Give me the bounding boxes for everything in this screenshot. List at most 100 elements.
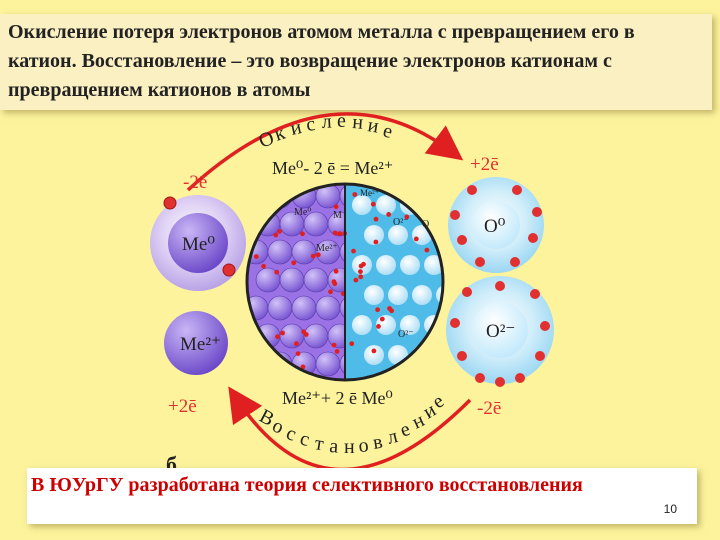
lattice-electron-dot [337, 231, 343, 237]
lattice-oxide-ball [412, 345, 432, 365]
lattice-electron-dot [331, 279, 337, 285]
lattice-electron-dot [267, 191, 273, 197]
lattice-metal-ball [291, 295, 317, 321]
lattice-electron-dot [275, 334, 280, 340]
lattice-oxide-ball [400, 255, 420, 275]
me2-ion-label: Me²⁺ [180, 334, 221, 355]
grid-label-o: O [422, 219, 429, 230]
grid-label-o2: O²⁻ [393, 217, 409, 228]
footer-text: В ЮУрГУ разработана теория селективного … [31, 474, 583, 496]
lattice-electron-dot [352, 192, 358, 197]
lattice-electron-dot [353, 277, 359, 283]
lattice-metal-ball [247, 351, 269, 377]
svg-text:е: е [337, 110, 346, 132]
svg-text:и: и [288, 116, 303, 140]
sub-label: б [166, 452, 177, 477]
grid-label-m: M [333, 210, 342, 221]
lattice-electron-dot [361, 261, 366, 267]
svg-text:т: т [313, 432, 325, 455]
o0-atom-label: O⁰ [484, 216, 506, 237]
lattice-oxide-ball [376, 255, 396, 275]
svg-text:н: н [352, 111, 365, 134]
lattice-metal-ball [247, 184, 269, 209]
lattice-electron-dot [413, 236, 419, 242]
lattice-electron-dot [407, 366, 412, 372]
lattice-metal-ball [327, 267, 345, 293]
lattice-oxide-ball [388, 225, 408, 245]
svg-text:с: с [305, 113, 317, 136]
lattice-electron-dot [419, 346, 425, 352]
lattice-electron-dot [424, 247, 430, 253]
lattice-electron-dot [257, 216, 262, 222]
svg-text:с: с [298, 428, 312, 452]
page-number: 10 [663, 502, 677, 516]
me2-ion: Me²⁺ [164, 311, 228, 375]
lattice-electron-dot [295, 351, 301, 356]
lattice-electron-dot [266, 359, 272, 364]
lattice-metal-ball [327, 323, 345, 349]
lattice-electron-dot [371, 348, 377, 354]
lattice-electron-dot [333, 204, 339, 210]
grid-label-o2-b: O²⁻ [398, 329, 414, 340]
grid-label-me2: Me²⁺ [316, 243, 338, 254]
lattice-electron-dot [277, 229, 282, 234]
lattice-oxide-ball [400, 195, 420, 215]
lattice-electron-dot [333, 268, 339, 274]
minus-2e-right-label: -2ē [477, 398, 501, 419]
lattice-oxide-ball [412, 285, 432, 305]
lattice-electron-dot [283, 194, 288, 200]
lattice-oxide-ball [436, 285, 443, 305]
lattice-oxide-ball [352, 195, 372, 215]
lattice-electron-dot [310, 253, 316, 259]
lattice-electron-dot [261, 263, 266, 269]
svg-text:а: а [329, 435, 340, 458]
lattice-oxide-ball [376, 195, 396, 215]
lattice-electron-dot [358, 269, 363, 274]
lattice-metal-ball [339, 295, 345, 321]
lattice-electron-dot [373, 239, 379, 245]
lattice-electron-dot [253, 254, 259, 259]
me0-atom-label: Me⁰ [182, 234, 215, 255]
oxidation-equation: Me⁰- 2 ē = Me²⁺ [272, 158, 393, 178]
svg-text:в: в [371, 431, 384, 454]
lattice-electron-dot [274, 269, 280, 275]
lattice-electron-dot [283, 369, 289, 375]
lattice-electron-dot [315, 252, 321, 258]
lattice-electron-dot [300, 364, 306, 370]
grid-label-me2-b: Me²⁺ [360, 188, 380, 198]
o0-atom: O⁰ [448, 177, 544, 273]
lattice-electron-dot [358, 274, 364, 280]
lattice-electron-dot [334, 349, 340, 354]
lattice-electron-dot [328, 289, 333, 295]
lattice-metal-ball [339, 351, 345, 377]
lattice-electron-dot [301, 329, 307, 335]
lattice-metal-ball [315, 295, 341, 321]
lattice-oxide-ball [400, 315, 420, 335]
lattice-electron-dot [300, 231, 305, 237]
grid-label-me0: Me⁰ [294, 207, 311, 218]
minus-2e-left-label: -2ē [183, 172, 207, 193]
lattice-electron-dot [349, 341, 355, 347]
lattice-oxide-ball [364, 225, 384, 245]
lattice-metal-ball [303, 267, 329, 293]
lattice-oxide-ball [388, 285, 408, 305]
plus-2e-left-label: +2ē [168, 396, 197, 417]
lattice-electron-dot [404, 214, 410, 220]
plus-2e-right-label: +2ē [470, 154, 499, 175]
lattice-electron-dot [273, 232, 279, 238]
lattice-metal-ball [267, 184, 293, 209]
lattice-metal-ball [267, 295, 293, 321]
me0-atom: Me⁰ [150, 195, 246, 291]
lattice-electron-dot [331, 342, 337, 348]
svg-text:с: с [283, 422, 299, 446]
lattice-metal-ball [267, 239, 293, 265]
svg-text:л: л [385, 425, 400, 449]
svg-text:о: о [358, 434, 370, 457]
top-arc-label: О к и с л е н и е [256, 110, 395, 153]
lattice-oxide-ball [352, 315, 372, 335]
lattice-oxide-ball [424, 195, 443, 215]
lattice-metal-ball [291, 239, 317, 265]
lattice-electron-dot [370, 201, 376, 207]
svg-text:л: л [321, 110, 332, 132]
lattice-electron-dot [387, 306, 392, 311]
